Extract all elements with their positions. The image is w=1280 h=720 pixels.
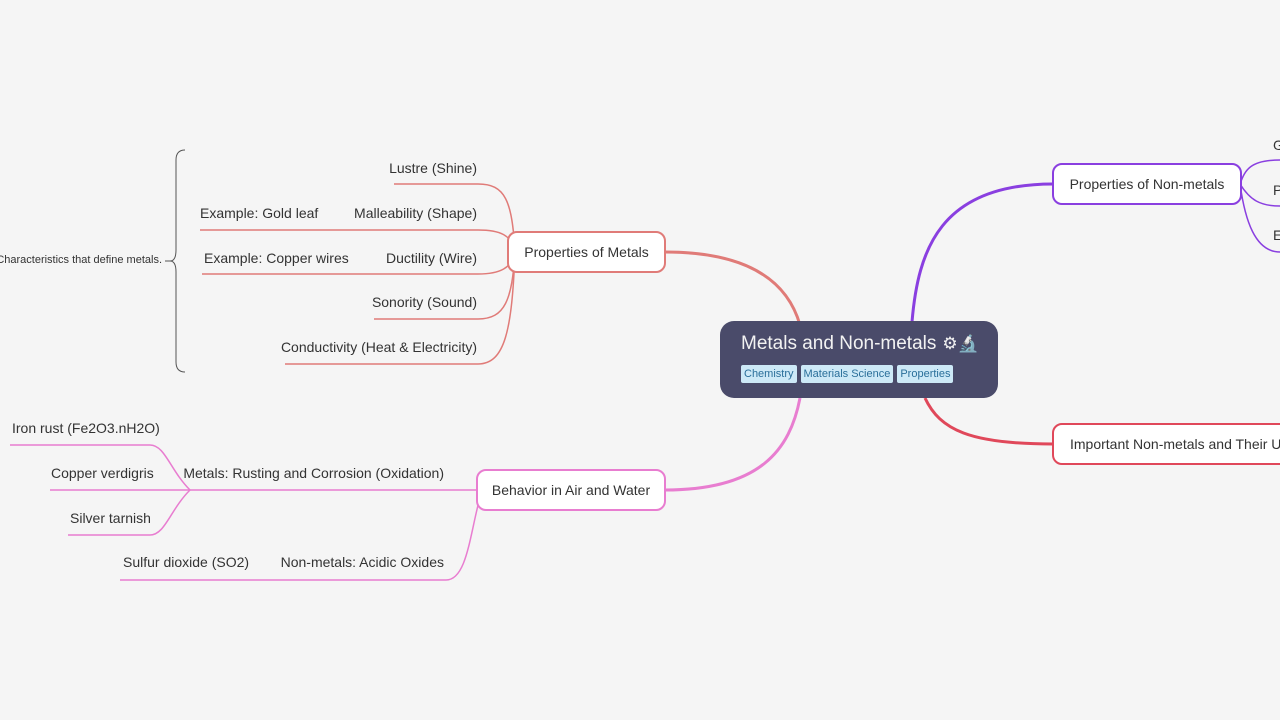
connector-central-behavior [664, 397, 802, 492]
connector-conductivity [285, 251, 516, 365]
connector-central-nonmetals [910, 182, 1054, 323]
subtopic-acidic-oxides[interactable]: Non-metals: Acidic Oxides [280, 554, 444, 570]
central-topic[interactable]: Metals and Non-metals ⚙🔬 Chemistry Materi… [720, 321, 998, 398]
subtopic-nonmetal-e[interactable]: E [1273, 227, 1280, 243]
connector-central-important [923, 397, 1054, 446]
example-gold-leaf[interactable]: Example: Gold leaf [200, 205, 319, 221]
connector-nonmetal-p [1239, 183, 1280, 207]
gear-microscope-icon: ⚙🔬 [942, 334, 979, 353]
note-bracket [169, 149, 186, 373]
subtopic-ductility[interactable]: Ductility (Wire) [386, 250, 477, 266]
topic-label: Behavior in Air and Water [491, 482, 651, 498]
topic-properties-of-non-metals[interactable]: Properties of Non-metals [1052, 163, 1242, 205]
topic-label: Important Non-metals and Their Us [1070, 436, 1280, 452]
leaf-iron-rust[interactable]: Iron rust (Fe2O3.nH2O) [12, 420, 160, 436]
subtopic-nonmetal-p[interactable]: P [1273, 182, 1280, 198]
subtopic-rusting-corrosion[interactable]: Metals: Rusting and Corrosion (Oxidation… [183, 465, 444, 481]
tag-list: Chemistry Materials Science Properties [741, 365, 978, 383]
subtopic-sonority[interactable]: Sonority (Sound) [371, 294, 477, 310]
connector-iron-rust [10, 444, 191, 491]
subtopic-nonmetal-g[interactable]: G [1273, 137, 1280, 153]
topic-important-non-metals[interactable]: Important Non-metals and Their Us [1052, 423, 1280, 465]
topic-behavior-in-air-and-water[interactable]: Behavior in Air and Water [476, 469, 666, 511]
subtopic-malleability[interactable]: Malleability (Shape) [354, 205, 477, 221]
metals-note: Characteristics that define metals. [0, 254, 162, 266]
tag-materials-science[interactable]: Materials Science [800, 365, 894, 383]
tag-properties[interactable]: Properties [897, 365, 954, 383]
example-copper-wires[interactable]: Example: Copper wires [204, 250, 349, 266]
topic-properties-of-metals[interactable]: Properties of Metals [507, 231, 666, 273]
subtopic-lustre[interactable]: Lustre (Shine) [389, 160, 477, 176]
leaf-sulfur-dioxide[interactable]: Sulfur dioxide (SO2) [123, 554, 250, 570]
topic-label: Properties of Non-metals [1069, 176, 1225, 192]
leaf-copper-verdigris[interactable]: Copper verdigris [51, 465, 154, 481]
tag-chemistry[interactable]: Chemistry [741, 365, 797, 383]
central-title: Metals and Non-metals [741, 333, 937, 354]
connector-silver-tarnish [68, 489, 191, 536]
subtopic-conductivity[interactable]: Conductivity (Heat & Electricity) [280, 339, 477, 355]
connector-central-metals [664, 250, 802, 326]
leaf-silver-tarnish[interactable]: Silver tarnish [70, 510, 151, 526]
topic-label: Properties of Metals [524, 244, 649, 260]
